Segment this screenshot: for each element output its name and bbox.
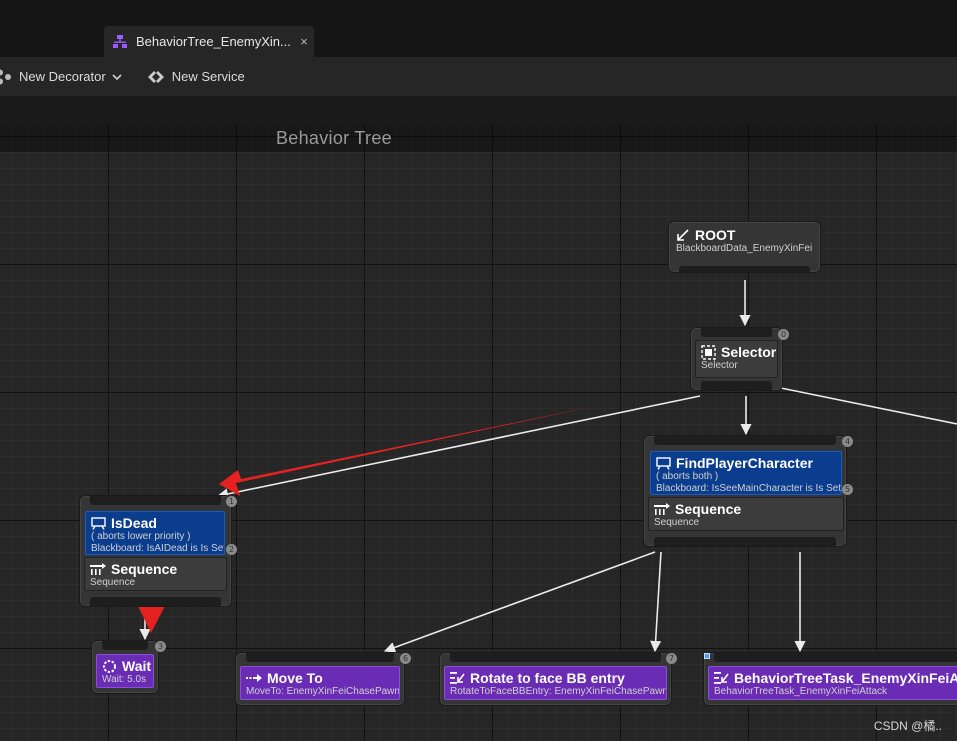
rotate-icon bbox=[450, 672, 465, 684]
graph-header bbox=[0, 124, 957, 152]
isdead-decorator-index: 1 bbox=[226, 496, 237, 507]
find-player-decorator-title: FindPlayerCharacter bbox=[676, 455, 813, 471]
find-player-sequence-panel: Sequence Sequence bbox=[648, 497, 844, 531]
sequence-icon bbox=[654, 502, 670, 515]
wait-subtitle: Wait: 5.0s bbox=[102, 674, 147, 685]
rotate-subtitle: RotateToFaceBBEntry: EnemyXinFeiChasePaw… bbox=[450, 686, 667, 697]
root-output-pin[interactable] bbox=[679, 266, 810, 272]
isdead-sequence-index: 2 bbox=[226, 544, 237, 555]
find-player-sequence-node[interactable]: FindPlayerCharacter ( aborts both ) Blac… bbox=[643, 435, 847, 547]
find-player-sequence-subtitle: Sequence bbox=[654, 517, 700, 528]
move-to-subtitle: MoveTo: EnemyXinFeiChasePawn bbox=[246, 686, 400, 697]
behavior-tree-graph[interactable]: Behavior Tree ROOT BlackboardData_En bbox=[0, 124, 957, 741]
connection-wires bbox=[138, 280, 957, 653]
new-service-label: New Service bbox=[171, 69, 245, 84]
rotate-index-badge: 7 bbox=[666, 653, 677, 664]
attack-task-title: BehaviorTreeTask_EnemyXinFeiAttack bbox=[734, 670, 957, 686]
graph-title: Behavior Tree bbox=[276, 128, 392, 148]
isdead-output-pin[interactable] bbox=[90, 597, 221, 606]
isdead-detail: Blackboard: IsAIDead is Is Set bbox=[91, 543, 225, 554]
selector-panel: Selector Selector bbox=[695, 340, 778, 378]
isdead-input-pin[interactable] bbox=[90, 496, 221, 505]
root-subtitle: BlackboardData_EnemyXinFei bbox=[676, 243, 813, 254]
attack-task-panel: BehaviorTreeTask_EnemyXinFeiAttack Behav… bbox=[708, 666, 957, 700]
new-decorator-label: New Decorator bbox=[19, 69, 106, 84]
wait-panel: Wait Wait: 5.0s bbox=[96, 654, 154, 688]
attack-task-node[interactable]: BehaviorTreeTask_EnemyXinFeiAttack Behav… bbox=[703, 652, 957, 706]
isdead-decorator-title: IsDead bbox=[111, 515, 157, 531]
find-player-decorator[interactable]: FindPlayerCharacter ( aborts both ) Blac… bbox=[650, 451, 842, 495]
wire-selector-isdead bbox=[216, 395, 701, 500]
wait-icon bbox=[103, 659, 116, 673]
toolbar: New Decorator New Service bbox=[0, 57, 957, 96]
selector-output-pin[interactable] bbox=[701, 381, 772, 390]
new-service-button[interactable]: New Service bbox=[147, 57, 245, 96]
find-player-output-pin[interactable] bbox=[654, 537, 836, 546]
title-bar: BehaviorTree_EnemyXin... × bbox=[0, 0, 957, 57]
wire-selector-offscreen bbox=[780, 387, 957, 425]
move-to-panel: Move To MoveTo: EnemyXinFeiChasePawn bbox=[240, 666, 400, 700]
move-to-index-badge: 6 bbox=[400, 653, 411, 664]
root-node[interactable]: ROOT BlackboardData_EnemyXinFei bbox=[668, 221, 821, 273]
behavior-tree-icon bbox=[113, 34, 127, 48]
wait-input-pin[interactable] bbox=[102, 641, 148, 650]
move-to-node[interactable]: Move To MoveTo: EnemyXinFeiChasePawn bbox=[235, 652, 405, 706]
blackboard-icon bbox=[656, 456, 671, 470]
root-panel: ROOT BlackboardData_EnemyXinFei bbox=[671, 224, 818, 270]
find-player-sequence-index: 5 bbox=[842, 484, 853, 495]
blackboard-icon bbox=[91, 516, 106, 530]
root-title: ROOT bbox=[695, 227, 736, 243]
wait-index-badge: 3 bbox=[155, 641, 166, 652]
isdead-sequence-title: Sequence bbox=[111, 561, 178, 577]
rotate-input-pin[interactable] bbox=[450, 653, 661, 662]
wait-title: Wait bbox=[122, 658, 152, 674]
wait-node[interactable]: Wait Wait: 5.0s bbox=[91, 640, 159, 694]
find-player-input-pin[interactable] bbox=[654, 436, 836, 445]
sequence-icon bbox=[90, 562, 106, 575]
service-icon bbox=[147, 70, 164, 83]
find-player-abort: ( aborts both ) bbox=[656, 471, 719, 482]
selector-node[interactable]: Selector Selector bbox=[690, 327, 783, 391]
find-player-sequence-title: Sequence bbox=[675, 501, 742, 517]
isdead-decorator[interactable]: IsDead ( aborts lower priority ) Blackbo… bbox=[85, 511, 225, 555]
isdead-sequence-node[interactable]: IsDead ( aborts lower priority ) Blackbo… bbox=[79, 495, 232, 607]
isdead-sequence-panel: Sequence Sequence bbox=[84, 557, 227, 591]
root-icon bbox=[677, 229, 689, 241]
watermark: CSDN @橘.. bbox=[873, 719, 942, 733]
selector-subtitle: Selector bbox=[701, 360, 738, 371]
toolbar-separator bbox=[0, 96, 957, 124]
selector-title: Selector bbox=[721, 344, 777, 360]
selector-index-badge: 0 bbox=[778, 329, 789, 340]
chevron-down-icon bbox=[112, 73, 122, 80]
close-tab-icon[interactable]: × bbox=[300, 34, 308, 49]
wire-sequence-moveto bbox=[383, 551, 656, 653]
rotate-panel: Rotate to face BB entry RotateToFaceBBEn… bbox=[444, 666, 667, 700]
move-to-input-pin[interactable] bbox=[246, 653, 394, 662]
find-player-decorator-index: 4 bbox=[842, 436, 853, 447]
isdead-sequence-subtitle: Sequence bbox=[90, 577, 136, 588]
find-player-detail: Blackboard: IsSeeMainCharacter is Is Set bbox=[656, 483, 842, 494]
tab-behavior-tree[interactable]: BehaviorTree_EnemyXin... × bbox=[104, 26, 314, 57]
attack-task-input-pin[interactable] bbox=[714, 653, 957, 662]
decorator-icon bbox=[0, 69, 11, 84]
isdead-abort: ( aborts lower priority ) bbox=[91, 531, 191, 542]
selector-input-pin[interactable] bbox=[701, 328, 772, 337]
tab-label: BehaviorTree_EnemyXin... bbox=[136, 34, 291, 49]
blueprint-task-icon bbox=[704, 653, 710, 659]
rotate-title: Rotate to face BB entry bbox=[470, 670, 625, 686]
rotate-node[interactable]: Rotate to face BB entry RotateToFaceBBEn… bbox=[439, 652, 672, 706]
move-to-title: Move To bbox=[267, 670, 323, 686]
task-icon bbox=[714, 672, 729, 684]
wire-sequence-rotate bbox=[650, 551, 662, 653]
selector-icon bbox=[701, 344, 716, 360]
annotation-arrow-red-down bbox=[138, 606, 165, 633]
new-decorator-button[interactable]: New Decorator bbox=[0, 57, 123, 96]
attack-task-subtitle: BehaviorTreeTask_EnemyXinFeiAttack bbox=[714, 686, 888, 697]
annotation-arrow-red bbox=[219, 405, 600, 496]
move-to-icon bbox=[246, 674, 262, 682]
